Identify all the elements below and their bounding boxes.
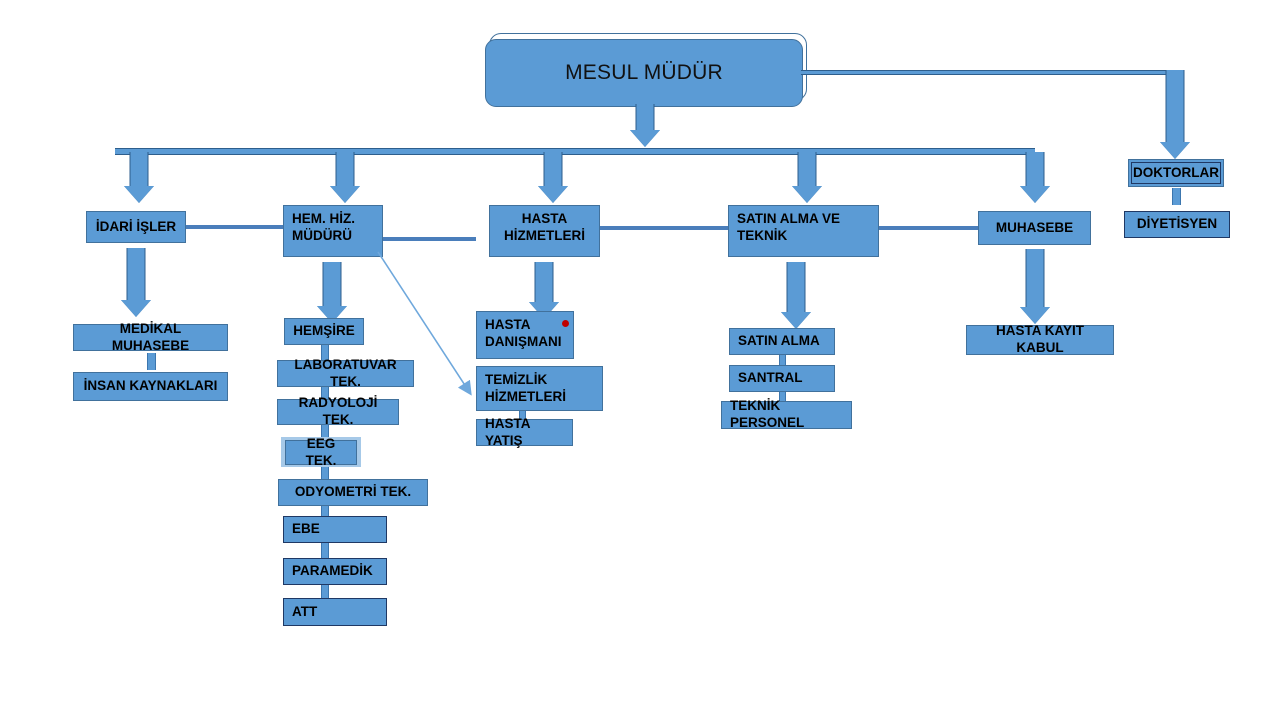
connector-root-to-doktorlar-horizontal (801, 70, 1179, 75)
node-ebe[interactable]: EBE (283, 516, 387, 543)
node-hasta-kayit-kabul[interactable]: HASTA KAYIT KABUL (966, 323, 1114, 355)
node-hasta-hizmetleri-line1: HASTA (521, 211, 568, 226)
node-insan-kaynaklari[interactable]: İNSAN KAYNAKLARI (73, 372, 228, 401)
node-hem-hiz-muduru-line2: MÜDÜRÜ (292, 227, 352, 243)
node-radyoloji-tek[interactable]: RADYOLOJİ TEK. (277, 395, 399, 427)
connector-temizlik-hastayatis (519, 411, 526, 421)
node-att[interactable]: ATT (283, 598, 387, 626)
node-satin-alma-line2: TEKNİK (737, 227, 788, 243)
node-paramedik[interactable]: PARAMEDİK (283, 558, 387, 585)
node-eeg-tek[interactable]: EEG TEK. (285, 436, 357, 468)
connector-hemsire-laboratuvar (321, 345, 329, 360)
arrow-to-satin-alma-ve-teknik (790, 152, 824, 204)
connector-doktorlar-diyetisyen (1172, 188, 1181, 205)
node-doktorlar[interactable]: DOKTORLAR (1128, 159, 1224, 187)
arrow-to-muhasebe (1018, 152, 1052, 204)
node-hemsire[interactable]: HEMŞİRE (284, 318, 364, 345)
connector-medikal-insan (147, 353, 156, 370)
node-medikal-muhasebe[interactable]: MEDİKAL MUHASEBE (73, 321, 228, 353)
connector-ebe-paramedik (321, 543, 329, 558)
node-temizlik-line1: TEMİZLİK (485, 372, 548, 387)
connector-santral-teknik-personel (779, 392, 786, 403)
connector-radyoloji-eeg (321, 425, 329, 439)
arrow-satinalma-branch (779, 262, 813, 330)
arrow-to-doktorlar (1158, 70, 1192, 160)
node-idari-isler[interactable]: İDARİ İŞLER (86, 211, 186, 243)
node-hasta-hizmetleri-line2: HİZMETLERİ (504, 227, 585, 243)
node-hem-hiz-muduru[interactable]: HEM. HİZ. MÜDÜRÜ (283, 205, 383, 257)
node-santral[interactable]: SANTRAL (729, 365, 835, 392)
arrow-muhasebe-to-hasta-kayit (1018, 249, 1052, 325)
node-hasta-hizmetleri[interactable]: HASTA HİZMETLERİ (489, 205, 600, 257)
connector-odyometri-ebe (321, 506, 329, 519)
doktorlar-inner-outline (1131, 162, 1221, 184)
node-hasta-yatis[interactable]: HASTA YATIŞ (476, 416, 573, 448)
node-temizlik-line2: HİZMETLERİ (485, 388, 566, 404)
node-satin-alma[interactable]: SATIN ALMA (729, 328, 835, 355)
node-hasta-danismani-line1: HASTA (485, 317, 531, 332)
arrow-idari-to-medikal (119, 248, 153, 318)
node-mesul-mudur[interactable]: MESUL MÜDÜR (485, 39, 803, 107)
connector-satinalma-santral (779, 355, 786, 366)
node-satin-alma-line1: SATIN ALMA VE (737, 211, 840, 226)
node-laboratuvar-tek[interactable]: LABORATUVAR TEK. (277, 357, 414, 389)
arrow-to-hasta-hizmetleri (536, 152, 570, 204)
sibling-link-hasta-satinalma (600, 226, 728, 230)
node-hem-hiz-muduru-line1: HEM. HİZ. (292, 211, 355, 226)
node-hasta-danismani-line2: DANIŞMANI (485, 333, 562, 349)
arrow-hemhiz-to-hemsire (315, 262, 349, 324)
node-teknik-personel[interactable]: TEKNİK PERSONEL (721, 398, 852, 430)
node-muhasebe[interactable]: MUHASEBE (978, 211, 1091, 245)
node-temizlik-hizmetleri[interactable]: TEMİZLİK HİZMETLERİ (476, 366, 603, 411)
node-hasta-danismani[interactable]: HASTA DANIŞMANI (476, 311, 574, 359)
arrow-to-idari-isler (122, 152, 156, 204)
sibling-link-hemhiz-hasta (383, 237, 476, 241)
node-odyometri-tek[interactable]: ODYOMETRİ TEK. (278, 479, 428, 506)
arrow-to-hem-hiz-muduru (328, 152, 362, 204)
sibling-link-satinalma-muhasebe (879, 226, 978, 230)
distribution-bar-level2 (115, 148, 1035, 155)
connector-root-down-arrow (628, 104, 662, 148)
connector-paramedik-att (321, 585, 329, 599)
sibling-link-idari-hemhiz (186, 225, 283, 229)
node-satin-alma-ve-teknik[interactable]: SATIN ALMA VE TEKNİK (728, 205, 879, 257)
comment-marker-dot (562, 320, 569, 327)
node-diyetisyen[interactable]: DİYETİSYEN (1124, 211, 1230, 238)
connector-laboratuvar-radyoloji (321, 387, 329, 400)
connector-eeg-odyometri (321, 467, 329, 480)
